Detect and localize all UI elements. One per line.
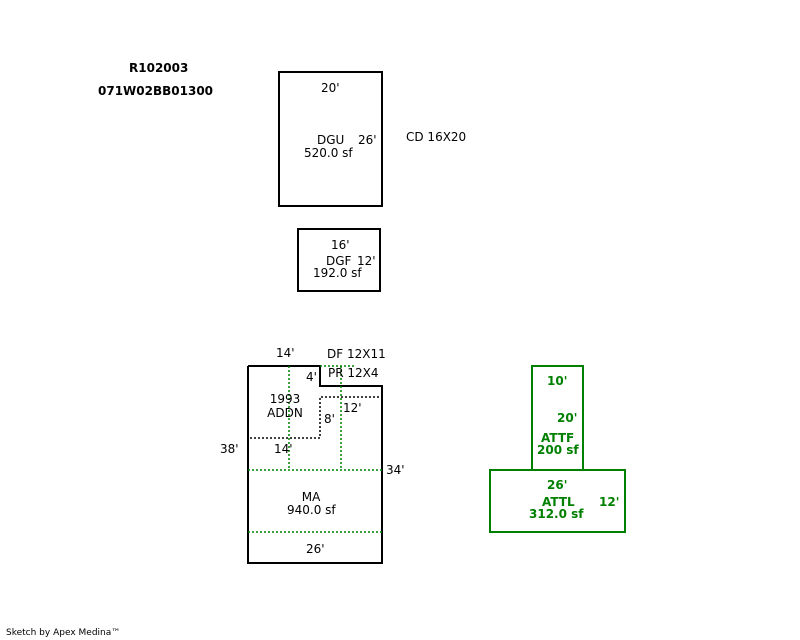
addn-year: 1993 [269,392,301,406]
attl-depth-label: 12' [599,495,620,509]
cd-note: CD 16X20 [406,130,467,144]
main-area: 940.0 sf [287,503,336,517]
pr-note: PR 12X4 [328,366,379,380]
main-dim-12: 12' [343,401,362,415]
dgu-width-label: 20' [321,81,340,95]
attf-width-label: 10' [547,374,568,388]
main-dim-8: 8' [324,412,335,426]
main-left-label: 38' [220,442,239,456]
dgu-code: DGU [317,133,345,147]
attl-outline [489,469,626,533]
attl-code: ATTL [542,495,575,509]
dgf-outline [297,228,381,292]
main-dim-14-inner: 14' [274,442,293,456]
parcel-id: R102003 [129,61,189,75]
addn-name: ADDN [267,406,303,420]
attl-area: 312.0 sf [529,507,584,521]
dgu-depth-label: 26' [358,133,377,147]
dgu-area: 520.0 sf [304,146,353,160]
addn-dotted-outline [250,396,382,439]
dgf-depth-label: 12' [357,254,376,268]
deck-porch-dotted-lines [248,365,382,533]
main-top-label: 14' [276,346,295,360]
attl-width-label: 26' [547,478,568,492]
dgf-code: DGF [326,254,352,268]
main-right-label: 34' [386,463,405,477]
df-note: DF 12X11 [327,347,386,361]
main-notch-label: 4' [306,370,317,384]
dgf-area: 192.0 sf [313,266,362,280]
main-code: MA [301,490,321,504]
dgf-width-label: 16' [331,238,350,252]
main-bottom-label: 26' [306,542,325,556]
footer-credit: Sketch by Apex Medina™ [6,628,121,638]
attf-code: ATTF [541,431,575,445]
map-number: 071W02BB01300 [98,84,214,98]
attf-area: 200 sf [537,443,579,457]
dgu-outline [278,71,383,207]
attf-depth-label: 20' [557,411,578,425]
